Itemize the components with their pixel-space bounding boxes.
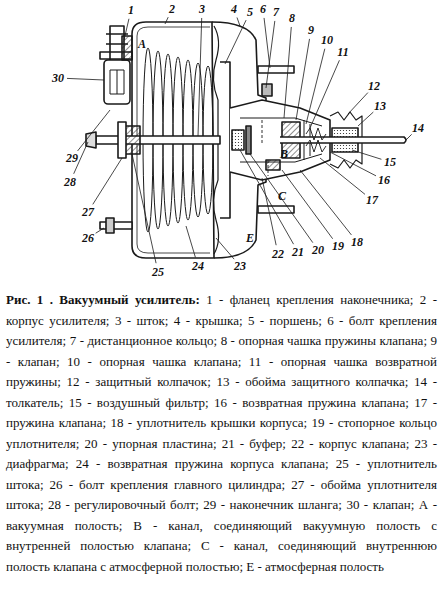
leader-line [216,238,234,259]
leader-line [300,170,351,235]
leader-line [262,178,276,245]
valve-spring [306,128,326,152]
callout-number: 24 [192,260,204,272]
leader-line [186,226,195,257]
callout-number: 16 [378,174,390,186]
cavity-letter: С [278,190,286,202]
leader-line [165,17,168,24]
leader-line [358,112,373,126]
callout-number: 17 [366,194,378,206]
cavity-letter: А [138,38,146,50]
leader-line [264,18,270,68]
callout-number: 9 [308,24,314,36]
check-valve [104,60,130,104]
callout-number: 1 [128,4,134,16]
leader-line [284,27,291,118]
callout-number: 18 [351,236,363,248]
caption-text: 1 - фланец крепления наконечника; 2 - ко… [6,292,437,574]
callout-number: 22 [272,248,284,260]
callout-number: 23 [234,260,246,272]
leader-line [225,20,246,64]
callout-number: 12 [368,80,380,92]
spacer [200,292,206,307]
leader-line [67,78,104,80]
callout-number: 14 [412,122,424,134]
callout-number: 5 [247,6,253,18]
callout-number: 20 [312,244,324,256]
leader-line [310,60,339,128]
leader-line [282,170,333,239]
callout-number: 29 [66,152,78,164]
leader-line [266,21,275,88]
leader-line [237,17,240,26]
callout-number: 19 [332,240,344,252]
cavity-letter: Е [246,232,254,244]
leader-line [240,150,294,244]
thrust-plate [246,126,251,154]
rod [96,136,220,144]
leader-line [296,39,310,120]
callout-number: 13 [374,100,386,112]
callout-number: 7 [273,6,279,18]
buffer [232,130,244,150]
leader-line [306,49,325,124]
leader-line [96,228,104,233]
leader-line [320,158,365,194]
booster-drawing [0,0,443,290]
callout-number: 28 [64,176,76,188]
check-valve-inner [110,70,124,94]
leader-line [348,93,368,114]
tip-flange [122,36,132,60]
cavity-letter: В [280,148,288,160]
leader-line [93,158,122,204]
cylinder-bolt [100,52,132,233]
callout-number: 4 [231,3,237,15]
piston [220,62,230,218]
leader-line [124,19,129,40]
callout-number: 30 [52,72,64,84]
seal-cage [118,122,126,158]
leader-line [78,110,110,151]
callout-number: 10 [321,34,333,46]
leader-line [406,134,412,140]
callout-number: 11 [337,46,348,58]
figure-caption: Рис. 1 . Вакуумный усилитель: 1 - фланец… [6,290,437,577]
leader-line [132,154,156,263]
leader-lines [0,0,443,290]
leader-line [352,150,381,159]
leader-line [330,152,376,176]
callout-number: 25 [152,266,164,278]
callout-number: 6 [260,3,266,15]
leader-line [250,154,313,243]
push-rod [280,137,406,143]
figure-title: Рис. 1 . Вакуумный усилитель: [6,292,200,307]
callout-number: 26 [82,232,94,244]
leader-line [198,18,202,136]
callout-number: 27 [82,206,94,218]
callout-number: 2 [169,3,175,15]
callout-number: 21 [292,246,304,258]
callout-number: 8 [289,12,295,24]
cover-seal [266,160,280,170]
callout-number: 15 [384,156,396,168]
callout-number: 3 [199,3,205,15]
